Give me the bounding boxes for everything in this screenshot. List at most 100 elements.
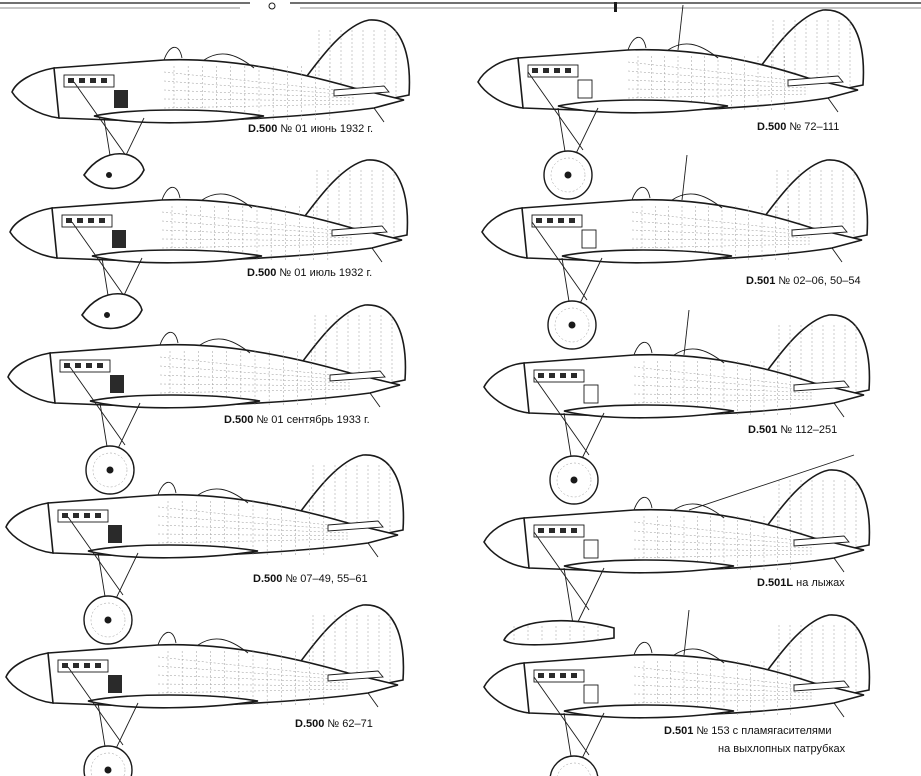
wing-section (91, 249, 263, 264)
tailskid (833, 702, 845, 718)
wing-section (89, 394, 261, 409)
main-wheel (83, 745, 133, 776)
caption-variant-1: D.500 № 01 июнь 1932 г. (248, 123, 374, 135)
headrest (201, 193, 253, 209)
wing-section (87, 694, 259, 709)
tail-fin (298, 304, 407, 386)
tailskid (367, 542, 379, 558)
tail-fin (296, 604, 405, 686)
wheel-hub (104, 312, 110, 318)
headrest (197, 488, 249, 504)
windscreen (159, 331, 179, 346)
tail-fin (300, 159, 409, 241)
wing-section (563, 704, 735, 719)
cowling-panel (63, 74, 115, 88)
gear-bracing (531, 221, 588, 301)
nose-spinner (5, 652, 54, 704)
caption-variant-6: D.500 № 72–111 (757, 121, 840, 133)
main-wheel (549, 755, 599, 776)
cowling-panel (533, 369, 585, 383)
tailplane (793, 535, 850, 547)
cowling-panel (531, 214, 583, 228)
aircraft-profile-1 (11, 19, 411, 190)
caption-variant-5: D.500 № 62–71 (295, 718, 373, 730)
aircraft-profile-2 (9, 159, 409, 330)
aircraft-profile-4 (5, 454, 405, 645)
gear-strut-front (563, 567, 575, 631)
wheel-fairing (83, 152, 145, 190)
gear-bracing (527, 71, 584, 151)
tailskid (833, 402, 845, 418)
gear-bracing (73, 81, 130, 161)
wheel-hub (568, 321, 576, 329)
headrest (199, 338, 251, 354)
nose-spinner (481, 207, 528, 259)
wheel-hub (570, 476, 578, 484)
caption-variant-7: D.501 № 02–06, 50–54 (746, 275, 861, 287)
radiator-grille (581, 229, 597, 249)
gear-bracing (71, 221, 128, 301)
tailskid (373, 107, 385, 123)
cowling-panel (61, 214, 113, 228)
gear-strut-rear (573, 567, 605, 631)
headrest (203, 53, 255, 69)
tailplane (793, 680, 850, 692)
gear-bracing (67, 666, 124, 746)
wheel-fairing (81, 292, 143, 330)
aircraft-profile-7 (481, 154, 869, 350)
nose-spinner (483, 662, 530, 714)
wheel-hub (106, 466, 114, 474)
caption-variant-8: D.501 № 112–251 (748, 424, 838, 436)
nose-spinner (9, 207, 58, 259)
tailskid (367, 692, 379, 708)
nose-spinner (483, 517, 530, 569)
radiator-grille (577, 79, 593, 99)
tailplane (327, 670, 384, 682)
wing-section (87, 544, 259, 559)
caption-variant-10-line2: на выхлопных патрубках (718, 743, 846, 755)
aircraft-profile-10 (483, 609, 871, 776)
windscreen (157, 481, 177, 496)
gear-bracing (67, 516, 124, 596)
headrest (671, 193, 723, 209)
windscreen (633, 341, 653, 356)
windscreen (631, 186, 651, 201)
tailplane (791, 225, 848, 237)
tailplane (333, 85, 390, 97)
ski (502, 620, 615, 646)
radio-mast (677, 4, 684, 51)
tailskid (831, 247, 843, 263)
caption-variant-2: D.500 № 01 июль 1932 г. (247, 267, 373, 279)
cowling-panel (533, 669, 585, 683)
wing-section (563, 404, 735, 419)
wheel-hub (106, 172, 112, 178)
caption-variant-4: D.500 № 07–49, 55–61 (253, 573, 368, 585)
radio-mast (683, 309, 690, 356)
wheel-hub (104, 766, 112, 774)
radiator-grille (108, 675, 122, 693)
headrest (673, 348, 725, 364)
nose-spinner (11, 67, 60, 119)
aircraft-profile-9 (483, 454, 871, 646)
headrest (673, 503, 725, 519)
cowling-panel (527, 64, 579, 78)
nose-spinner (477, 57, 524, 109)
radiator-grille (583, 539, 599, 559)
top-border-ornament (0, 2, 921, 12)
aircraft-profile-5 (5, 604, 405, 776)
radiator-grille (112, 230, 126, 248)
caption-variant-3: D.500 № 01 сентябрь 1933 г. (224, 414, 370, 426)
wing-section (93, 109, 265, 124)
tailskid (827, 97, 839, 113)
nose-spinner (5, 502, 54, 554)
caption-variant-9: D.501L на лыжах (757, 577, 845, 589)
windscreen (633, 496, 653, 511)
tailskid (369, 392, 381, 408)
windscreen (163, 46, 183, 61)
tail-fin (296, 454, 405, 536)
tailplane (331, 225, 388, 237)
radiator-grille (583, 684, 599, 704)
aircraft-profile-8 (483, 309, 871, 505)
windscreen (161, 186, 181, 201)
